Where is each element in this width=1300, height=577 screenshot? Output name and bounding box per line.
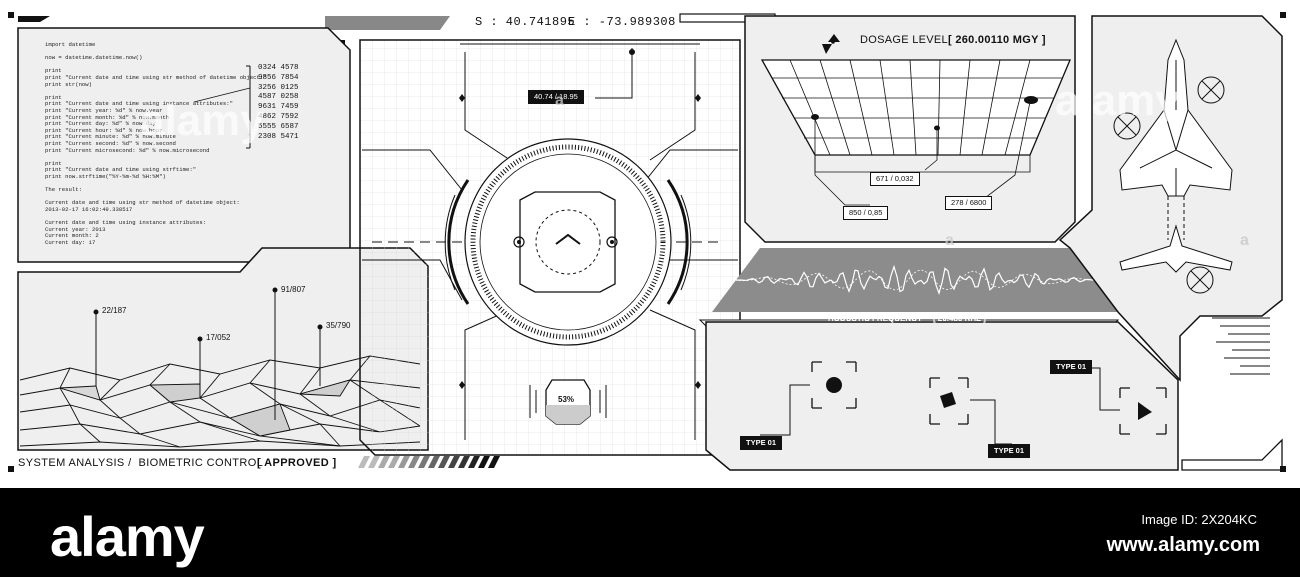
type-tag: TYPE 01 xyxy=(740,436,783,450)
status-stripes xyxy=(358,456,500,468)
code-line: print "Current month: %d" % now.month xyxy=(45,113,170,121)
aircraft-top-view xyxy=(1119,38,1233,197)
watermark: a xyxy=(555,92,564,109)
code-line: print "Current day: %d" % now.day xyxy=(45,120,156,128)
code-bracket xyxy=(193,65,251,149)
watermark: alamy xyxy=(1055,76,1180,125)
terrain-marker-lines xyxy=(95,290,321,420)
watermark: a xyxy=(945,232,954,249)
terrain-marker-label: 35/790 xyxy=(326,321,351,330)
coordinate-east: E : -73.989308 xyxy=(568,15,676,29)
code-line: print "Current date and time using insta… xyxy=(45,100,233,108)
terrain-marker-label: 22/187 xyxy=(102,306,127,315)
number-row: 0324 4578 xyxy=(258,64,299,72)
code-line: print now.strftime("%Y-%m-%d %H:%M") xyxy=(45,172,166,180)
shield-percent: 53% xyxy=(558,395,575,404)
code-line: print "Current second: %d" % now.second xyxy=(45,139,176,147)
number-row: 3256 0125 xyxy=(258,83,299,92)
code-line: 2013-02-17 16:02:49.338517 xyxy=(45,205,133,213)
number-row: 4862 7592 xyxy=(258,112,299,121)
dosage-value: [ 260.00110 MGY ] xyxy=(948,34,1046,46)
terrain-marker-label: 91/807 xyxy=(281,285,306,294)
hud-frame xyxy=(8,12,1286,472)
target-readout: 40.74 / 18.95 xyxy=(528,90,584,104)
hud-screen: S : 40.741895 E : -73.989308 import date… xyxy=(8,12,1286,472)
number-row: 9631 7459 xyxy=(258,103,299,112)
dosage-point-label: 850 / 0,85 xyxy=(843,206,889,220)
corner-marks xyxy=(8,12,1286,472)
status-approved: [ APPROVED ] xyxy=(257,457,337,469)
code-line: print "Current microsecond: %d" % now.mi… xyxy=(45,146,210,154)
aircraft-panel xyxy=(1058,15,1283,382)
number-row: 9856 7854 xyxy=(258,73,299,82)
code-line: print xyxy=(45,159,62,167)
scale-lines xyxy=(1212,317,1270,375)
type-tag: TYPE 01 xyxy=(1050,360,1093,374)
code-line: print "Current year: %d" % now.year xyxy=(45,106,163,114)
brand-logo: alamy xyxy=(50,505,205,568)
aircraft-front-view xyxy=(1119,224,1233,273)
number-row: 2308 5471 xyxy=(258,132,299,141)
dosage-point-label: 671 / 0,032 xyxy=(870,172,920,186)
watermark: alamy xyxy=(140,96,265,145)
watermark: a xyxy=(1240,232,1249,249)
site-url: www.alamy.com xyxy=(1106,534,1260,556)
radiation-icon xyxy=(822,34,840,54)
code-line: import datetime xyxy=(45,41,96,48)
acoustic-label: ACOUSTIC FREQUENCY xyxy=(828,314,923,323)
code-line: print str(now) xyxy=(45,80,92,88)
code-line: print xyxy=(45,67,62,75)
code-line: print "Current hour: %d" % now.hour xyxy=(45,126,163,134)
number-row: 4587 0258 xyxy=(258,93,299,102)
acoustic-value: [ 20.480 KHZ ] xyxy=(933,314,986,323)
acoustic-wave xyxy=(734,264,1095,296)
image-id: Image ID: 2X204KC xyxy=(1141,512,1257,527)
coordinate-south: S : 40.741895 xyxy=(475,15,576,29)
type-tag: TYPE 01 xyxy=(988,444,1031,458)
acoustic-band xyxy=(712,248,1118,312)
number-row: 5555 6587 xyxy=(258,122,299,131)
code-line: Current day: 17 xyxy=(45,238,96,246)
code-line: now = datetime.datetime.now() xyxy=(45,54,143,62)
code-line: Current month: 2 xyxy=(45,232,99,240)
code-line: Current year: 2013 xyxy=(45,225,106,233)
terrain-marker-label: 17/052 xyxy=(206,333,231,342)
dosage-label: DOSAGE LEVEL xyxy=(860,34,948,46)
status-label: SYSTEM ANALYSIS / BIOMETRIC CONTROL xyxy=(18,457,264,469)
code-line: The result: xyxy=(45,186,82,194)
dosage-point-label: 278 / 6800 xyxy=(945,196,993,210)
code-line: print xyxy=(45,93,62,101)
code-line: print "Current minute: %d" % now.minute xyxy=(45,133,176,141)
code-line: Current date and time using str method o… xyxy=(45,199,240,207)
code-listing: import datetime now = datetime.datetime.… xyxy=(45,41,267,246)
code-line: print "Current date and time using strft… xyxy=(45,166,197,174)
stock-footer: alamy Image ID: 2X204KC www.alamy.com xyxy=(0,488,1300,577)
code-line: Current date and time using instance att… xyxy=(45,219,207,227)
